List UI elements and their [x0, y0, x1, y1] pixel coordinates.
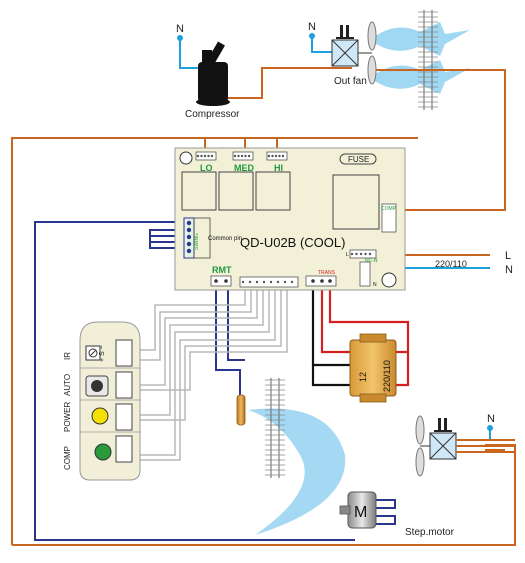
- outdoor-airflow: [370, 22, 470, 94]
- step-motor-m-label: M: [354, 504, 367, 521]
- pcb-label-trans: TRANS: [318, 270, 336, 276]
- comp-led-icon: [94, 443, 112, 461]
- connector-pin: [278, 154, 281, 158]
- connector-pin: [274, 154, 278, 158]
- label-n-top-left: N: [176, 23, 184, 35]
- indoor-heat-exchanger: [270, 378, 280, 478]
- blue-wires: [34, 221, 396, 541]
- outdoor-heat-exchanger: [423, 10, 433, 110]
- pcb-label-med: MED: [234, 163, 255, 173]
- pcb-label-fuse: FUSE: [348, 155, 369, 164]
- indoor-fan-motor-icon: [420, 418, 457, 460]
- outdoor-heat-exchanger-fins: [418, 11, 438, 108]
- transformer-label-12: 12: [358, 372, 368, 382]
- connector-pin: [233, 154, 237, 158]
- connector-pin: [355, 252, 358, 256]
- ir-pin-label: + S −: [99, 345, 106, 362]
- auto-button-icon[interactable]: [85, 375, 109, 397]
- pcb-label-hi: HI: [274, 163, 283, 173]
- temperature-sensor-icon: [236, 394, 246, 426]
- gray-wires: [140, 290, 288, 461]
- indoor-fan-wires: [456, 439, 515, 453]
- pcb-label-n: N: [373, 282, 377, 288]
- connector-pin: [271, 154, 274, 158]
- connector-pin: [281, 154, 285, 158]
- label-n-top-fan: N: [308, 21, 316, 33]
- connector-pin: [210, 154, 214, 158]
- pcb-label-rmt: RMT: [212, 265, 232, 275]
- connector-pin: [207, 154, 210, 158]
- pcb-label-common-pin: Common pin: [208, 236, 242, 242]
- transformer-icon: [349, 333, 397, 403]
- out-fan-blade-icon: [367, 21, 377, 85]
- connector-pin: [255, 280, 259, 284]
- pcb-label-lo: LO: [200, 163, 213, 173]
- out-fan-label: Out fan: [334, 76, 367, 87]
- panel-label-ir: IR: [63, 352, 72, 360]
- transformer-label-voltage: 220/110: [382, 360, 392, 392]
- connector-pin: [247, 154, 251, 158]
- neutral-terminals: [177, 33, 493, 431]
- panel-label-power: POWER: [63, 402, 72, 432]
- label-voltage: 220/110: [435, 259, 467, 269]
- step-motor-icon: [339, 491, 377, 529]
- compressor-label: Compressor: [185, 109, 240, 120]
- indoor-airflow: [248, 408, 346, 535]
- power-led-icon: [91, 407, 109, 425]
- connector-pin: [237, 154, 240, 158]
- connector-pin: [359, 252, 363, 256]
- pcb-label-swing: SWING: [194, 233, 200, 250]
- compressor-icon: [196, 41, 230, 106]
- connector-pin: [241, 280, 245, 284]
- connector-pin: [368, 252, 372, 256]
- indoor-heat-exchanger-fins: [265, 379, 285, 476]
- label-line-n: N: [505, 264, 513, 276]
- panel-label-auto: AUTO: [63, 374, 72, 396]
- pcb-connector-pins: [196, 154, 372, 284]
- indoor-fan-blade-icon: [415, 415, 425, 477]
- connector-pin: [200, 154, 203, 158]
- pcb-label-l: L: [346, 252, 349, 258]
- connector-pin: [262, 280, 266, 284]
- step-motor-label: Step.motor: [405, 527, 455, 538]
- connector-pin: [248, 280, 252, 284]
- connector-pin: [283, 280, 287, 284]
- panel-label-comp: COMP: [63, 446, 72, 470]
- connector-pin: [196, 154, 200, 158]
- connector-pin: [290, 280, 294, 284]
- connector-pin: [267, 154, 271, 158]
- pcb-model-label: QD-U02B (COOL): [240, 235, 345, 250]
- connector-pin: [203, 154, 207, 158]
- pcb-label-comp: COMP: [381, 206, 397, 212]
- connector-pin: [240, 154, 244, 158]
- pcb-label-nc-n: NC-N: [365, 258, 378, 264]
- control-panel: [79, 321, 141, 481]
- connector-pin: [244, 154, 247, 158]
- label-n-bottom-fan: N: [487, 413, 495, 425]
- connector-pin: [276, 280, 280, 284]
- connector-pin: [350, 252, 354, 256]
- transformer-wires: [311, 283, 410, 387]
- connector-pin: [364, 252, 367, 256]
- ir-receiver-icon: [85, 345, 101, 361]
- connector-pin: [269, 280, 273, 284]
- out-fan-motor-icon: [331, 25, 372, 67]
- label-line-l: L: [505, 250, 511, 262]
